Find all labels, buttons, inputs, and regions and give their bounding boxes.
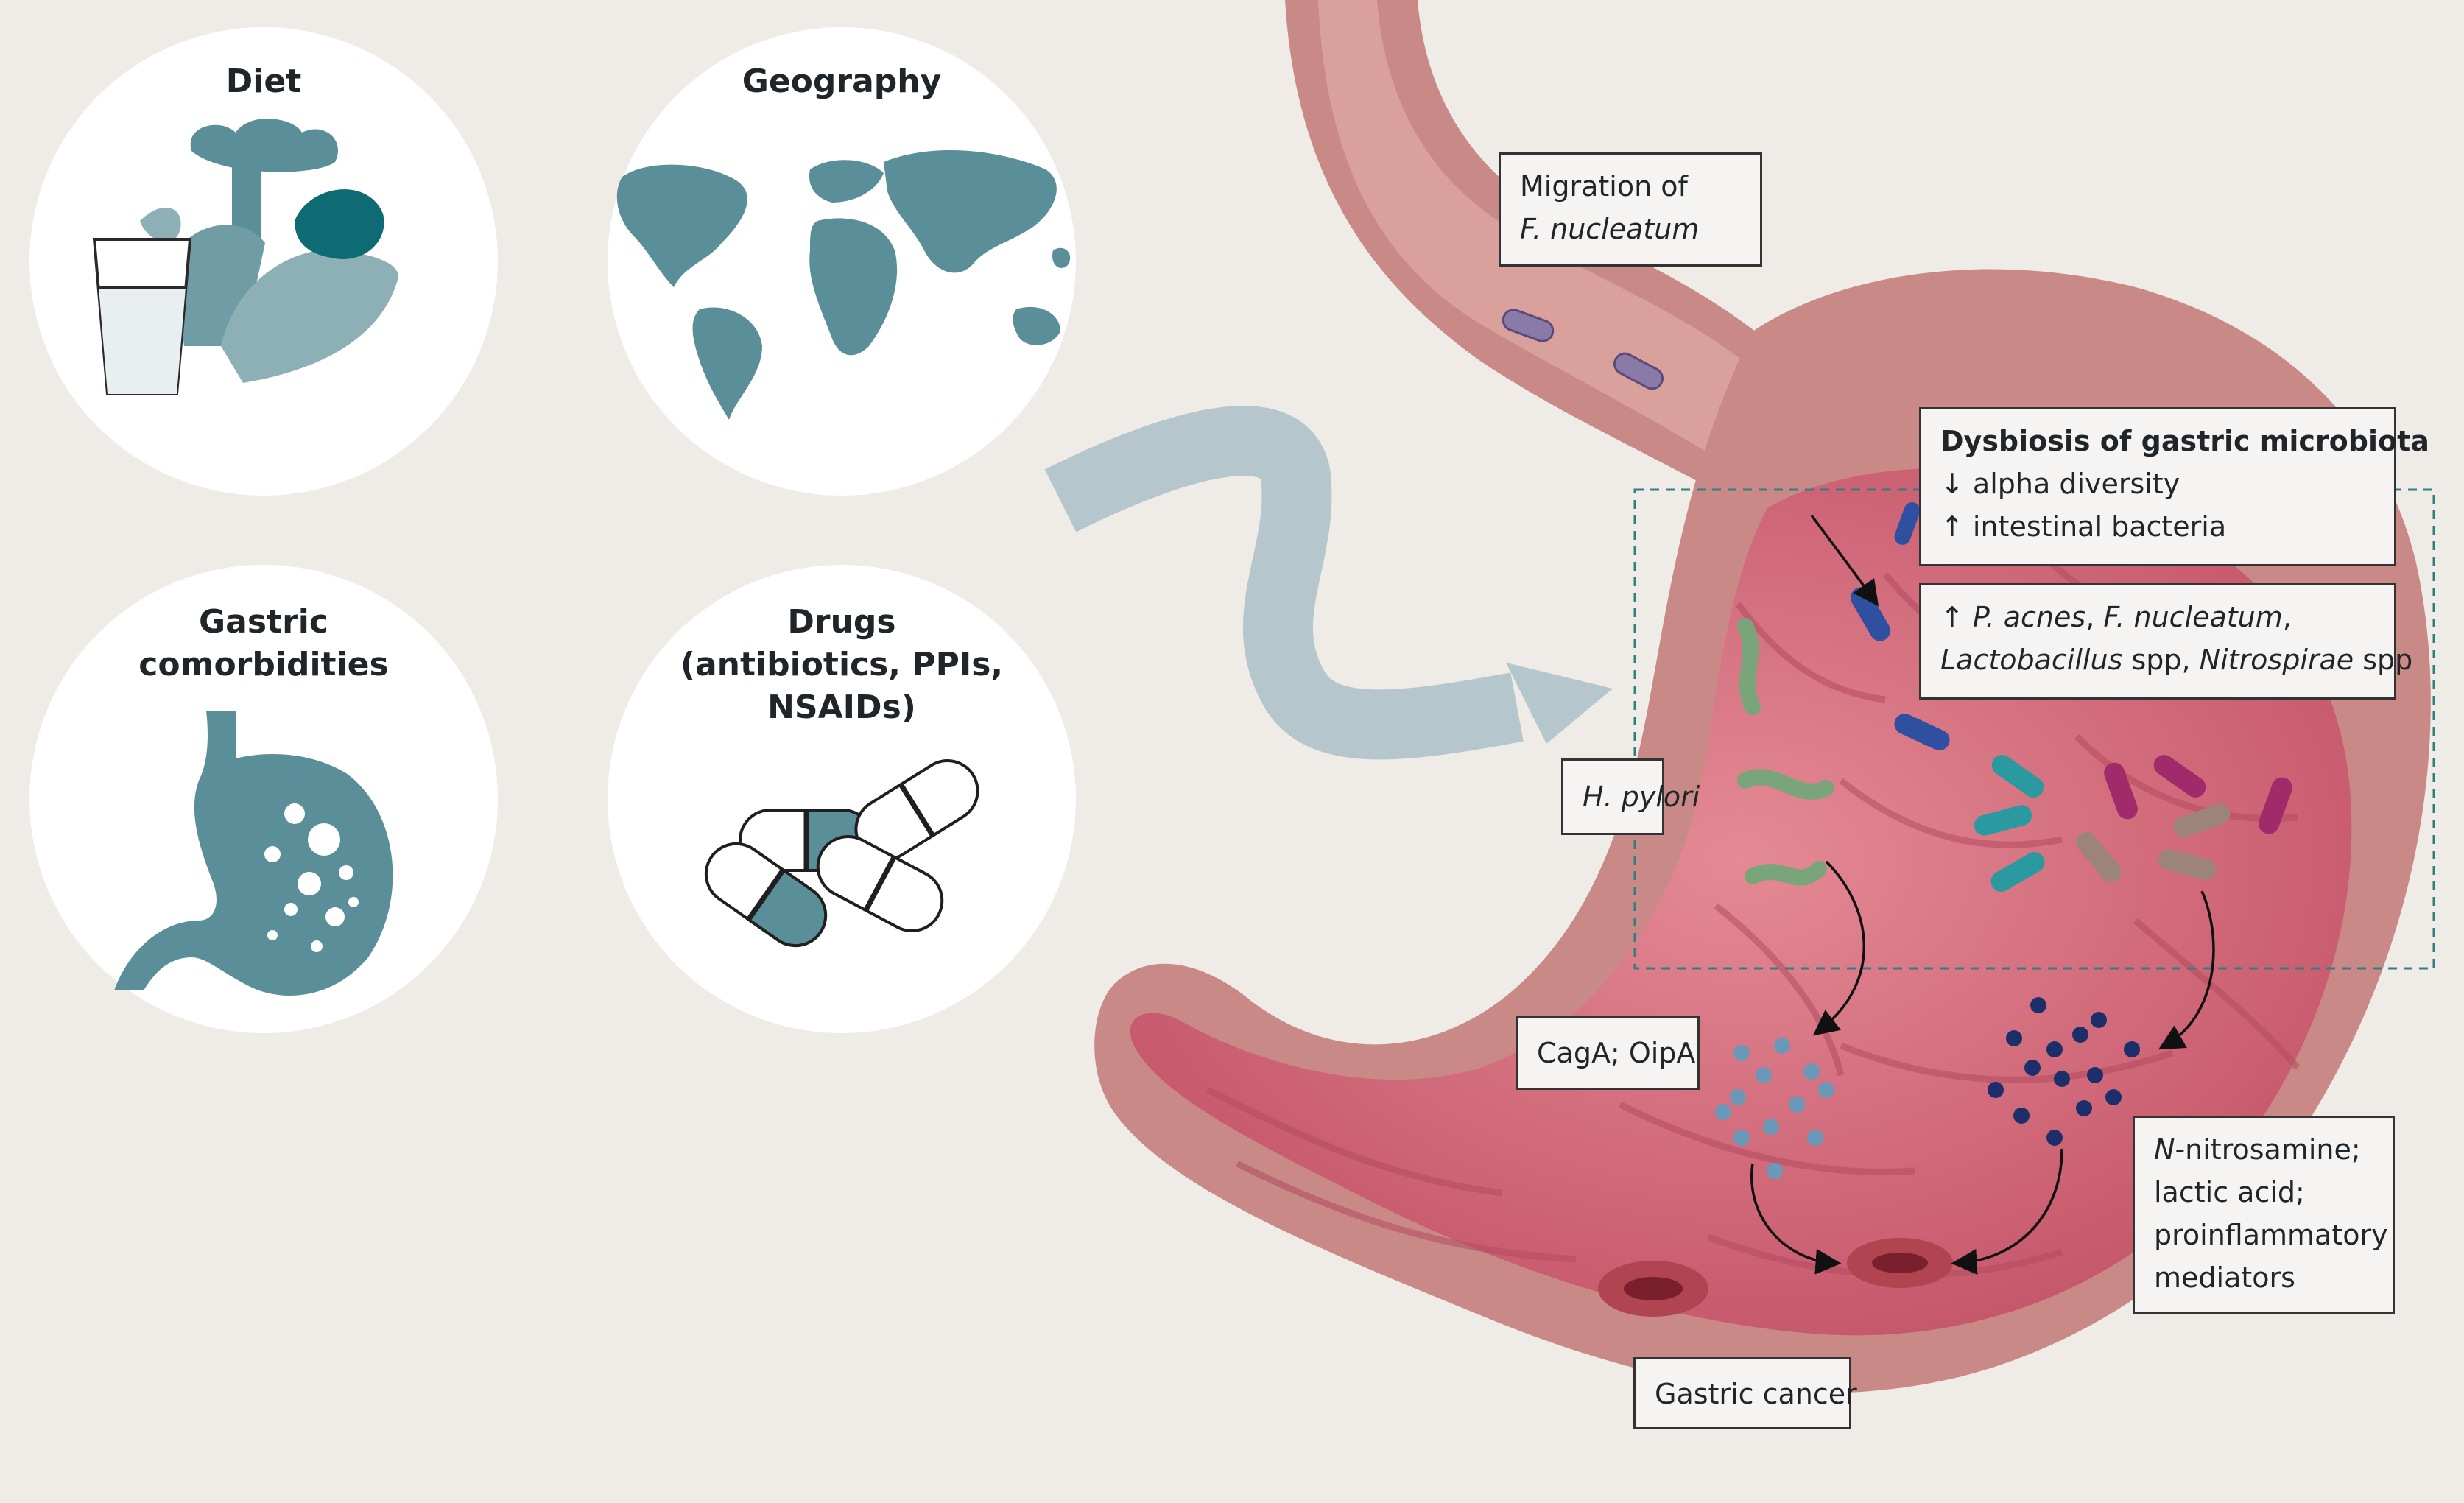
glass-icon [92,238,192,395]
caga-text: CagA; OipA [1537,1037,1696,1069]
species-arrow: ↑ [1940,601,1973,633]
drugs-label-line-1: Drugs [787,603,896,641]
dysbiosis-label: Dysbiosis of gastric microbiota ↓ alpha … [1919,407,2429,566]
cancer-lesion [1598,1261,1708,1317]
metabolites-label: N-nitrosamine; lactic acid; proinflammat… [2133,1116,2395,1314]
dysbiosis-region [1633,488,2435,970]
drugs-label-line-2: (antibiotics, PPIs, [680,646,1004,683]
species-separator-2: , [2282,601,2292,633]
proinflammatory-text: proinflammatory [2154,1219,2388,1251]
species-spp-2: spp [2354,644,2413,676]
virulence-dots [1715,1038,1834,1179]
drugs-circle [608,565,1076,1033]
dysbiosis-line-1: ↓ alpha diversity [1940,468,2180,500]
drugs-label-line-3: NSAIDs) [767,689,916,726]
gastric-comorbidities-circle [29,565,498,1033]
migration-species: F. nucleatum [1520,213,1700,245]
lactic-acid-text: lactic acid; [2154,1176,2305,1208]
diet-title: Diet [153,60,374,103]
flow-arrow [1044,406,1613,760]
gastric-comorbidities-title: Gastric comorbidities [116,601,411,686]
food-icon [140,119,398,383]
geography-label: Geography [742,63,942,100]
dysbiosis-line-2: ↑ intestinal bacteria [1940,510,2227,543]
pathway-arrows [1750,514,2215,1275]
migration-label: Migration of F. nucleatum [1499,152,1762,267]
hpylori-text: H. pylori [1583,781,1700,813]
cancer-lesion [1847,1238,1953,1288]
dysbiosis-title: Dysbiosis of gastric microbiota [1940,425,2429,457]
bacteria-cluster [1851,502,2292,892]
hpylori-label: H. pylori [1561,758,1700,835]
gastric-label-line-1: Gastric [199,603,328,641]
mediators-text: mediators [2154,1261,2295,1294]
stomach-icon [114,711,393,996]
species-nitrospirae: Nitrospirae [2199,644,2354,676]
species-lactobacillus: Lactobacillus [1940,644,2123,676]
nitrosamine-text: -nitrosamine; [2175,1133,2361,1166]
gastric-label-line-2: comorbidities [138,646,389,683]
species-spp-1: spp, [2122,644,2200,676]
species-p-acnes: P. acnes [1972,601,2086,633]
geography-circle [608,27,1076,496]
species-separator-1: , [2085,601,2104,633]
species-label: ↑ P. acnes, F. nucleatum, Lactobacillus … [1919,583,2412,700]
diet-circle [29,27,498,496]
nitrosamine-n: N [2154,1133,2175,1166]
bacteria-migrating [1502,309,1664,390]
species-f-nucleatum: F. nucleatum [2103,601,2283,633]
gastric-cancer-label: Gastric cancer [1633,1357,1857,1429]
metabolite-dots [1988,997,2140,1146]
migration-line-1: Migration of [1520,170,1688,203]
caga-label: CagA; OipA [1516,1016,1700,1090]
diet-label: Diet [225,63,302,100]
hpylori-bacteria [1737,618,1834,886]
drugs-title: Drugs (antibiotics, PPIs, NSAIDs) [658,601,1026,729]
geography-title: Geography [694,60,989,103]
pills-icon [704,759,979,948]
world-map-icon [616,149,1071,420]
gastric-cancer-text: Gastric cancer [1655,1378,1857,1410]
